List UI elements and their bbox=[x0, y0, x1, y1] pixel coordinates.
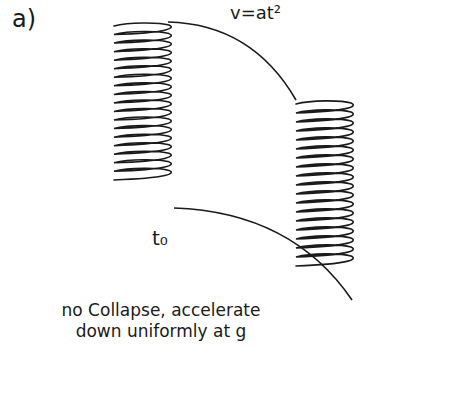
top-trajectory bbox=[168, 22, 296, 100]
part-letter: a) bbox=[10, 4, 38, 34]
time-label: t₀ bbox=[150, 226, 170, 251]
bottom-trajectory bbox=[174, 208, 352, 300]
right-spring bbox=[296, 101, 353, 266]
note-text: no Collapse, accelerate down uniformly a… bbox=[34, 300, 288, 343]
equation-label: v=at² bbox=[228, 2, 283, 25]
left-spring bbox=[114, 23, 171, 180]
